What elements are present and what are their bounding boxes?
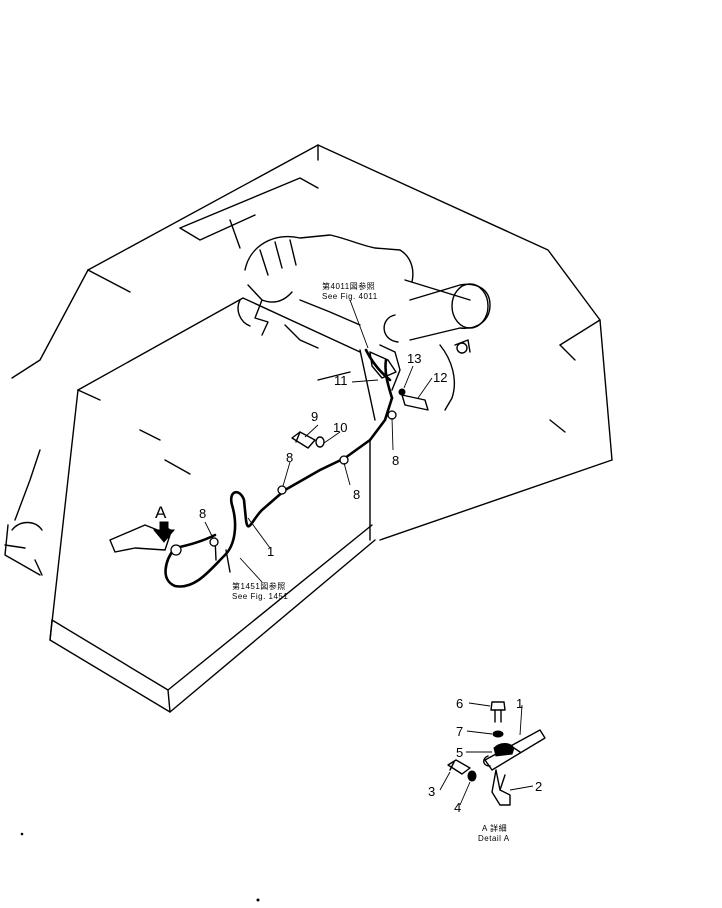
detail-callout-5: 5 — [456, 745, 463, 760]
note-fig1451-en: See Fig. 1451 — [232, 592, 288, 601]
callout-11: 11 — [334, 373, 348, 388]
callout-10: 10 — [333, 420, 347, 435]
detail-caption-jp: A 詳細 — [482, 823, 507, 833]
callout-8-left: 8 — [199, 506, 206, 521]
detail-a: 6 1 7 5 2 3 4 A 詳細 Detail A — [428, 696, 546, 843]
callout-13: 13 — [407, 351, 421, 366]
detail-caption-en: Detail A — [478, 834, 510, 843]
detail-callout-6: 6 — [456, 696, 463, 711]
callout-8-upper: 8 — [392, 453, 399, 468]
detail-callout-1: 1 — [516, 696, 523, 711]
note-fig4011-en: See Fig. 4011 — [322, 292, 378, 301]
main-callouts: 13 11 12 9 10 8 8 8 8 1 A — [152, 351, 447, 559]
detail-callout-3: 3 — [428, 784, 435, 799]
leader-lines — [204, 299, 433, 583]
callout-8-mid: 8 — [286, 450, 293, 465]
scan-specks — [20, 832, 260, 902]
reference-notes: 第4011図参照 See Fig. 4011 第1451図参照 See Fig.… — [232, 281, 378, 601]
machine-body — [4, 144, 613, 713]
note-fig4011-jp: 第4011図参照 — [322, 281, 375, 291]
view-arrow-icon — [152, 521, 176, 543]
detail-callout-4: 4 — [454, 800, 461, 815]
detail-callout-7: 7 — [456, 724, 463, 739]
callout-1: 1 — [267, 544, 274, 559]
callout-12: 12 — [433, 370, 447, 385]
callout-8-lower: 8 — [353, 487, 360, 502]
engine-assembly — [237, 234, 491, 411]
callout-9: 9 — [311, 409, 318, 424]
note-fig1451-jp: 第1451図参照 — [232, 581, 286, 591]
view-arrow-label-a: A — [155, 503, 167, 522]
detail-callout-2: 2 — [535, 779, 542, 794]
